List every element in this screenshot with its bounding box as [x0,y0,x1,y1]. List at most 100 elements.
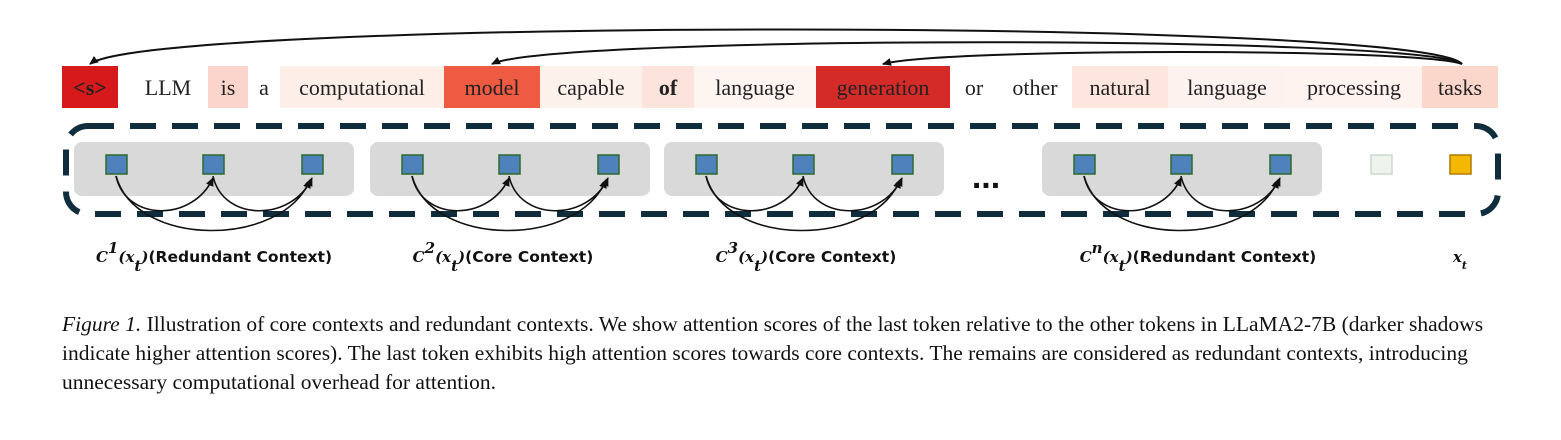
token-background-5 [444,66,540,108]
token-7: of [659,75,678,100]
token-background-10 [950,66,998,108]
arc-to-bos [89,28,1463,65]
context-symbol: C [96,248,108,266]
context-label-2: C2(xt)(Core Context) [413,239,594,275]
token-13: language [1187,75,1266,100]
context-symbol: C [716,248,728,266]
token-block-2-2 [498,154,521,175]
context-close: ) [140,248,148,266]
token-block-4-1 [1073,154,1096,175]
current-token-symbol: x [1452,248,1463,266]
token-6: capable [557,75,624,100]
context-sub: t [134,257,141,275]
token-background-15 [1422,66,1498,108]
context-symbol: C [413,248,425,266]
context-sub: t [451,257,458,275]
token-block-1-3 [301,154,324,175]
context-type-core: Core Context [775,248,890,266]
context-label-1: C1(xt)(Redundant Context) [96,239,332,275]
token-10: or [965,75,984,100]
label-open-paren: ( [1133,248,1140,266]
context-type-redundant: Redundant Context [156,248,326,266]
token-3: a [259,75,269,100]
label-open-paren: ( [768,248,775,266]
context-sup: 2 [424,239,435,257]
context-type-redundant: Redundant Context [1140,248,1310,266]
faded-token-block [1370,154,1393,175]
context-label-4: Cn(xt)(Redundant Context) [1080,239,1317,275]
token-block-3-2 [792,154,815,175]
context-groups [74,142,1322,232]
token-1: LLM [145,75,191,100]
token-block-1-2 [202,154,225,175]
token-12: natural [1089,75,1150,100]
label-close-paren: ) [1309,248,1316,266]
context-arg: (x [738,248,755,266]
context-sup: 3 [728,239,738,257]
token-background-1 [128,66,208,108]
context-sub: t [1119,257,1126,275]
context-sup: 1 [108,239,118,257]
intra-arc-4-c [1083,175,1279,232]
context-label-3: C3(xt)(Core Context) [716,239,897,275]
token-15: tasks [1438,75,1482,100]
context-arg: (x [118,248,135,266]
token-block-2-3 [597,154,620,175]
token-block-3-3 [891,154,914,175]
token-0: <s> [73,75,107,100]
token-background-0 [62,66,118,108]
caption-text: Illustration of core contexts and redund… [62,312,1484,394]
token-background-8 [694,66,816,108]
token-14: processing [1307,75,1401,100]
figure-label: Figure 1. [62,312,142,336]
label-close-paren: ) [889,248,896,266]
context-type-core: Core Context [472,248,587,266]
arc-to-model [491,41,1463,65]
token-background-4 [280,66,444,108]
arc-to-generation [882,51,1463,66]
token-11: other [1012,75,1058,100]
context-arg: (x [435,248,452,266]
token-block-3-1 [695,154,718,175]
context-labels: C1(xt)(Redundant Context)C2(xt)(Core Con… [96,239,1316,275]
ellipsis: ... [972,158,1000,196]
context-sub: t [754,257,761,275]
token-8: language [715,75,794,100]
context-close: ) [457,248,465,266]
current-token-label: xt [1452,248,1467,272]
token-9: generation [837,75,930,100]
context-arg: (x [1103,248,1120,266]
token-background-3 [248,66,280,108]
token-background-14 [1286,66,1422,108]
attention-arcs [89,28,1463,66]
current-token-sub: t [1462,259,1467,272]
token-background-9 [816,66,950,108]
current-token-block [1449,154,1472,175]
token-background-7 [642,66,694,108]
token-5: model [465,75,520,100]
token-background-6 [540,66,642,108]
figure-caption: Figure 1. Illustration of core contexts … [62,310,1512,397]
label-open-paren: ( [148,248,155,266]
intra-arc-2-c [411,175,607,232]
token-block-1-1 [105,154,128,175]
intra-arc-1-c [115,175,311,232]
context-close: ) [760,248,768,266]
token-background-11 [998,66,1072,108]
context-close: ) [1125,248,1133,266]
token-background-13 [1168,66,1286,108]
token-block-4-3 [1269,154,1292,175]
token-block-4-2 [1170,154,1193,175]
token-4: computational [299,75,425,100]
token-block-2-1 [401,154,424,175]
label-close-paren: ) [325,248,332,266]
token-background-12 [1072,66,1168,108]
token-background-2 [208,66,248,108]
context-symbol: C [1080,248,1092,266]
token-2: is [221,75,236,100]
label-open-paren: ( [465,248,472,266]
context-sup: n [1092,239,1103,257]
context-window-border [63,123,1501,217]
